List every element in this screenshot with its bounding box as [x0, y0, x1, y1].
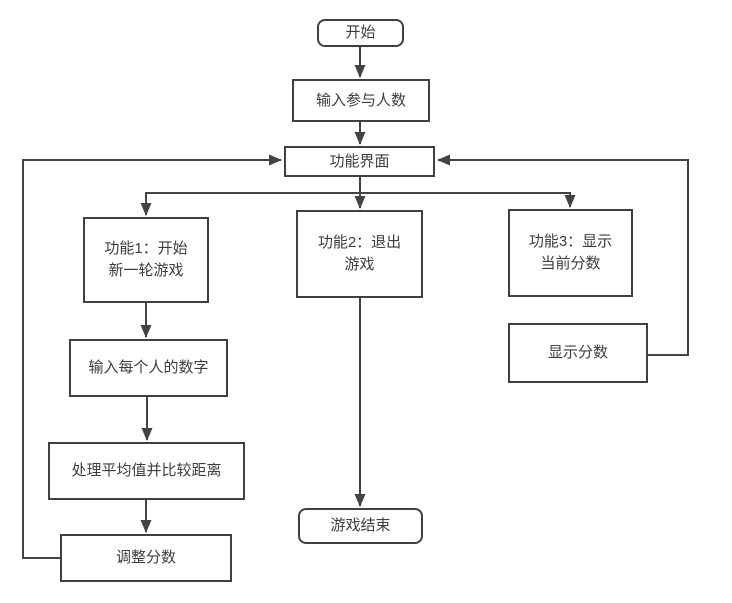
node-display-score: 显示分数 — [508, 323, 648, 383]
node-start: 开始 — [317, 19, 404, 47]
node-process-average-compare: 处理平均值并比较距离 — [48, 442, 245, 500]
edge-adjust-score-to-menu — [22, 154, 282, 559]
node-function3-show-score: 功能3：显示 当前分数 — [508, 209, 633, 297]
node-function1-new-round: 功能1：开始 新一轮游戏 — [83, 217, 209, 303]
node-function-menu: 功能界面 — [284, 146, 435, 177]
node-input-player-count: 输入参与人数 — [292, 79, 430, 122]
node-function2-exit-game: 功能2：退出 游戏 — [296, 210, 423, 298]
edge-show-score-to-menu — [437, 154, 689, 356]
node-input-each-number: 输入每个人的数字 — [69, 339, 228, 397]
node-adjust-score: 调整分数 — [60, 534, 232, 582]
node-game-over: 游戏结束 — [298, 508, 423, 544]
